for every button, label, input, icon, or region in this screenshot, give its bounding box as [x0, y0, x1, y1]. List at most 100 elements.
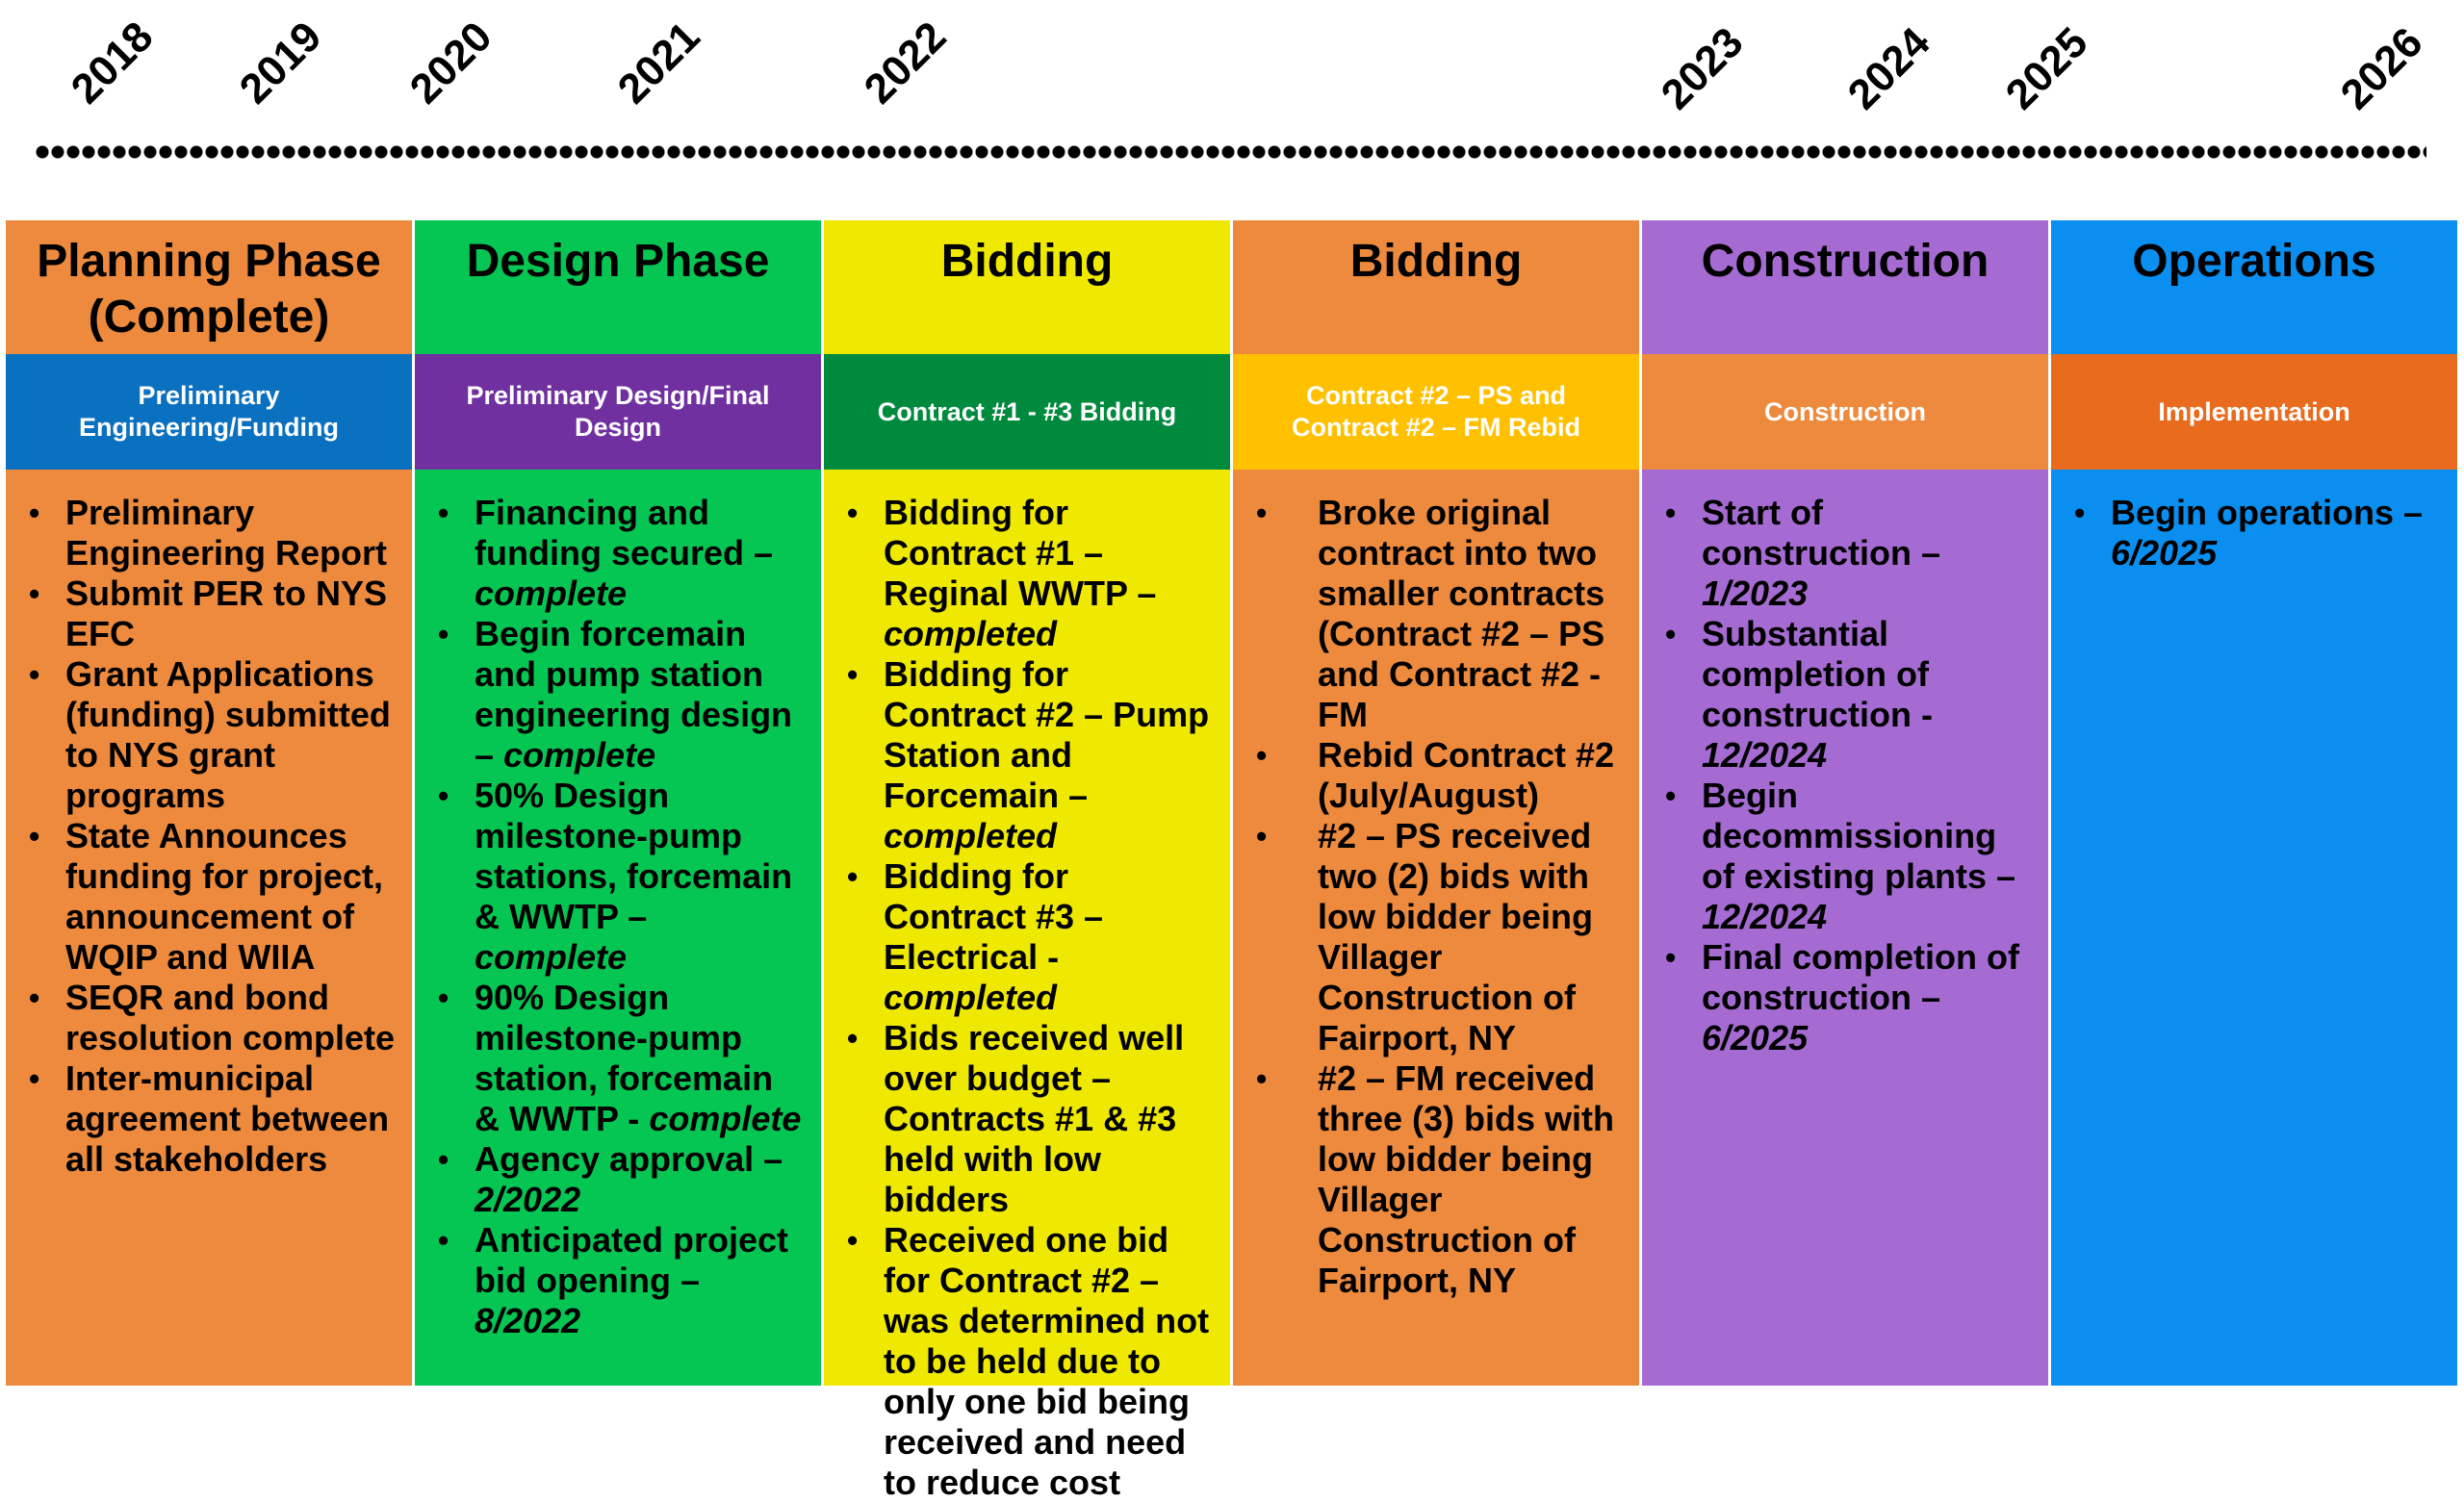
phase-subtitle-text: Construction	[1764, 396, 1926, 426]
phase-column-design: Design Phase Preliminary Design/Final De…	[415, 220, 821, 1386]
list-item: 90% Design milestone-pump station, force…	[438, 978, 806, 1139]
item-text: Bids received well over budget – Contrac…	[884, 1018, 1185, 1219]
phase-title-text: Bidding	[940, 236, 1114, 287]
phase-title-text: Bidding	[1349, 236, 1523, 287]
phase-subtitle: Preliminary Design/Final Design	[415, 354, 821, 470]
list-item: Received one bid for Contract #2 – was d…	[847, 1220, 1215, 1503]
phase-title-text: Planning Phase (Complete)	[37, 236, 381, 343]
phase-column-construction: Construction Construction Start of const…	[1642, 220, 2048, 1386]
list-item: State Announces funding for project, ann…	[29, 816, 397, 978]
item-text: Rebid Contract #2 (July/August)	[1318, 735, 1615, 815]
item-text: 90% Design milestone-pump station, force…	[475, 978, 774, 1138]
phase-list: Financing and funding secured – complete…	[438, 493, 806, 1341]
list-item: 50% Design milestone-pump stations, forc…	[438, 776, 806, 978]
item-status: 8/2022	[475, 1301, 581, 1340]
year-label: 2025	[1996, 18, 2097, 119]
item-text: Inter-municipal agreement between all st…	[65, 1058, 390, 1179]
item-text: Final completion of construction –	[1702, 937, 2019, 1017]
phase-subtitle-text: Contract #2 – PS and Contract #2 – FM Re…	[1291, 381, 1581, 442]
item-text: Bidding for Contract #3 – Electrical -	[884, 856, 1104, 977]
phase-title-text: Operations	[2132, 236, 2376, 287]
item-status: complete	[503, 735, 656, 775]
list-item: Final completion of construction – 6/202…	[1665, 937, 2033, 1058]
phase-list: Start of construction – 1/2023 Substanti…	[1665, 493, 2033, 1058]
year-label: 2020	[400, 13, 501, 114]
list-item: Substantial completion of construction -…	[1665, 614, 2033, 776]
list-item: Inter-municipal agreement between all st…	[29, 1058, 397, 1180]
year-label: 2021	[608, 13, 709, 114]
phase-subtitle-text: Preliminary Engineering/Funding	[79, 381, 339, 442]
year-label: 2026	[2331, 18, 2432, 119]
phase-subtitle: Construction	[1642, 354, 2048, 470]
list-item: Preliminary Engineering Report	[29, 493, 397, 573]
list-item: Grant Applications (funding) submitted t…	[29, 654, 397, 816]
item-text: Grant Applications (funding) submitted t…	[65, 654, 391, 815]
phase-title: Design Phase	[415, 220, 821, 354]
item-text: Broke original contract into two smaller…	[1318, 493, 1605, 734]
list-item: Begin decommissioning of existing plants…	[1665, 776, 2033, 937]
phase-body: Start of construction – 1/2023 Substanti…	[1642, 470, 2048, 1386]
phase-list: Preliminary Engineering Report Submit PE…	[29, 493, 397, 1180]
list-item: Financing and funding secured – complete	[438, 493, 806, 614]
item-text: #2 – PS received two (2) bids with low b…	[1318, 816, 1593, 1057]
item-text: Preliminary Engineering Report	[65, 493, 388, 573]
item-status: 1/2023	[1702, 573, 1809, 613]
year-label: 2024	[1838, 18, 1939, 119]
phase-list: Bidding for Contract #1 – Reginal WWTP –…	[847, 493, 1215, 1503]
year-label: 2018	[62, 13, 163, 114]
item-text: State Announces funding for project, ann…	[65, 816, 383, 977]
phase-title-text: Design Phase	[466, 236, 770, 287]
phase-column-planning: Planning Phase (Complete) Preliminary En…	[6, 220, 412, 1386]
item-status: 6/2025	[2111, 533, 2218, 573]
list-item: Bidding for Contract #1 – Reginal WWTP –…	[847, 493, 1215, 654]
list-item: Submit PER to NYS EFC	[29, 573, 397, 654]
item-status: complete	[475, 573, 628, 613]
item-text: Received one bid for Contract #2 – was d…	[884, 1220, 1210, 1502]
item-text: Start of construction –	[1702, 493, 1941, 573]
item-status: 12/2024	[1702, 897, 1828, 936]
phase-subtitle: Contract #2 – PS and Contract #2 – FM Re…	[1233, 354, 1639, 470]
item-text: Submit PER to NYS EFC	[65, 573, 388, 653]
timeline-years: 2018 2019 2020 2021 2022 2023 2024 2025 …	[0, 0, 2464, 135]
phase-body: Financing and funding secured – complete…	[415, 470, 821, 1386]
phase-body: Begin operations – 6/2025	[2051, 470, 2457, 1386]
phase-title: Bidding	[824, 220, 1230, 354]
phase-body: Bidding for Contract #1 – Reginal WWTP –…	[824, 470, 1230, 1502]
item-status: completed	[884, 614, 1058, 653]
item-status: complete	[649, 1099, 802, 1138]
year-label: 2019	[230, 13, 331, 114]
phase-subtitle-text: Preliminary Design/Final Design	[466, 381, 770, 442]
item-text: Bidding for Contract #2 – Pump Station a…	[884, 654, 1210, 815]
item-text: Financing and funding secured –	[475, 493, 774, 573]
phase-column-bidding: Bidding Contract #1 - #3 Bidding Bidding…	[824, 220, 1230, 1502]
phase-list: Begin operations – 6/2025	[2074, 493, 2442, 573]
item-text: 50% Design milestone-pump stations, forc…	[475, 776, 793, 936]
list-item: Begin forcemain and pump station enginee…	[438, 614, 806, 776]
phase-column-rebid: Bidding Contract #2 – PS and Contract #2…	[1233, 220, 1639, 1386]
phase-column-operations: Operations Implementation Begin operatio…	[2051, 220, 2457, 1386]
list-item: Bidding for Contract #2 – Pump Station a…	[847, 654, 1215, 856]
list-item: SEQR and bond resolution complete	[29, 978, 397, 1058]
item-status: 6/2025	[1702, 1018, 1809, 1057]
item-text: Bidding for Contract #1 – Reginal WWTP –	[884, 493, 1157, 613]
timeline-dotted-line	[35, 144, 2426, 160]
phase-title: Construction	[1642, 220, 2048, 354]
item-status: 2/2022	[475, 1180, 581, 1219]
phase-title-text: Construction	[1701, 236, 1989, 287]
phase-subtitle: Contract #1 - #3 Bidding	[824, 354, 1230, 470]
item-status: 12/2024	[1702, 735, 1828, 775]
phase-title: Operations	[2051, 220, 2457, 354]
list-item: Agency approval – 2/2022	[438, 1139, 806, 1220]
item-text: SEQR and bond resolution complete	[65, 978, 396, 1057]
list-item: Rebid Contract #2 (July/August)	[1256, 735, 1624, 816]
list-item: Begin operations – 6/2025	[2074, 493, 2442, 573]
phase-list: Broke original contract into two smaller…	[1256, 493, 1624, 1301]
list-item: Anticipated project bid opening – 8/2022	[438, 1220, 806, 1341]
phase-subtitle: Implementation	[2051, 354, 2457, 470]
phase-subtitle-text: Implementation	[2158, 396, 2350, 426]
list-item: Bidding for Contract #3 – Electrical - c…	[847, 856, 1215, 1018]
list-item: Broke original contract into two smaller…	[1256, 493, 1624, 735]
item-text: #2 – FM received three (3) bids with low…	[1318, 1058, 1615, 1300]
item-text: Begin operations –	[2111, 493, 2424, 532]
item-status: completed	[884, 816, 1058, 855]
